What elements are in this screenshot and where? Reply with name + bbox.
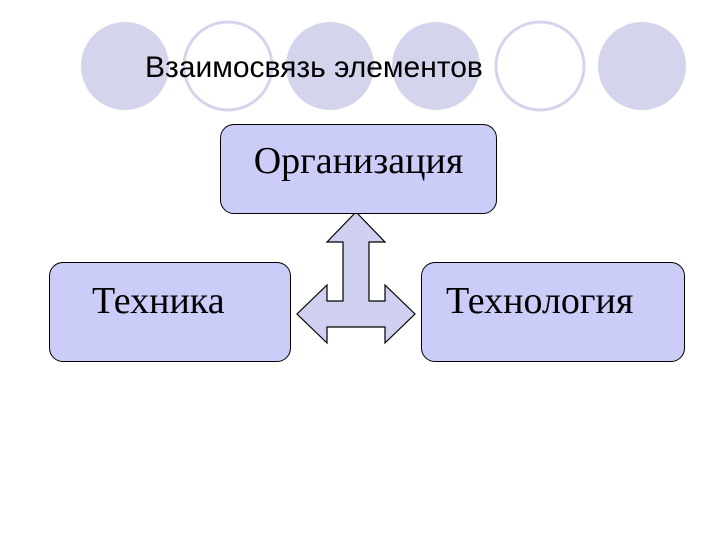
decor-circle-6 (598, 22, 686, 110)
three-way-arrow (296, 211, 416, 345)
decor-circle-1 (81, 22, 169, 110)
decor-circle-5 (494, 20, 586, 112)
decor-circle-2 (182, 20, 274, 112)
node-organization: Организация (220, 124, 497, 214)
slide-title: Взаимосвязь элементов (145, 51, 483, 84)
decor-circle-3 (286, 22, 374, 110)
node-technique: Техника (49, 262, 291, 362)
node-technology: Технология (421, 262, 685, 362)
decor-circle-4 (392, 22, 480, 110)
